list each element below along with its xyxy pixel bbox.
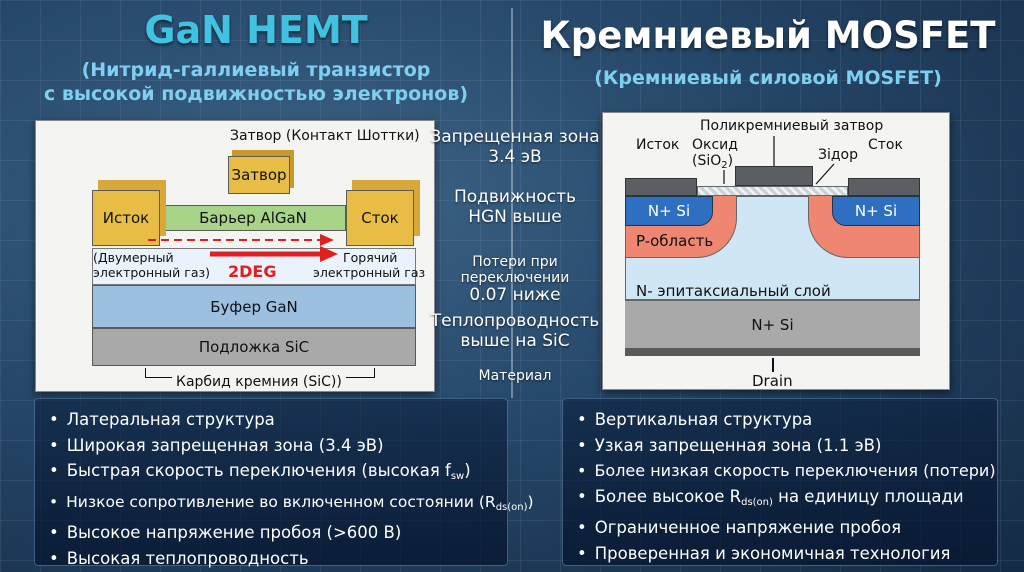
hot-gas-line1: Горячий — [343, 250, 398, 265]
mos-rds-subscript: ds(on) — [741, 496, 773, 508]
fsw-subscript: sw — [450, 471, 465, 482]
drain-label: Сток — [361, 209, 399, 227]
mos-bullet-5: Ограниченное напряжение пробоя — [577, 515, 983, 541]
gate-block: Затвор — [228, 156, 290, 194]
sic-label: Карбид кремния (SiC)) — [172, 374, 346, 390]
gan-bullet-6: Высокая теплопроводность — [49, 546, 493, 572]
n-si-bottom: N+ Si — [625, 300, 920, 348]
gan-title: GaN HEMT — [144, 8, 368, 52]
mos-bullet-2: Узкая запрещенная зона (1.1 эВ) — [577, 433, 983, 459]
gan-features-panel: Латеральная структура Широкая запрещенна… — [34, 398, 534, 568]
gan-bullet-text-1: Латеральная структура — [66, 410, 275, 429]
n-si-bottom-label: N+ Si — [751, 315, 794, 334]
losses-line2: 0.07 ниже — [469, 285, 561, 306]
thermal-line1: Теплопроводность — [430, 311, 600, 331]
n-si-right: N+ Si — [832, 196, 920, 226]
mobility-line1: Подвижность — [453, 187, 577, 207]
center-mobility: Подвижность HGN выше — [420, 187, 610, 227]
gan-bullet-text-5: Высокое напряжение пробоя (>600 В) — [66, 523, 402, 542]
mos-bullet-text-6: Проверенная и экономичная технология — [594, 543, 951, 563]
losses-line1: Потери при переключении — [460, 254, 570, 287]
n-si-left-label: N+ Si — [647, 202, 691, 220]
gan-bullet-2: Широкая запрещенная зона (3.4 эВ) — [49, 433, 493, 459]
mos-bullet-text-2: Узкая запрещенная зона (1.1 эВ) — [594, 435, 882, 455]
source-metal — [625, 178, 697, 196]
oxide-label-line2: (SiO2) — [692, 153, 733, 171]
buffer-layer: Буфер GaN — [92, 285, 416, 328]
mos-drain-top-label: Сток — [868, 137, 903, 153]
source-label: Исток — [102, 209, 150, 227]
mos-bullet-1: Вертикальная структура — [577, 407, 983, 433]
gan-bullet-1: Латеральная структура — [49, 407, 493, 433]
center-divider — [511, 8, 513, 398]
mos-source-label: Исток — [636, 137, 680, 153]
twodeg-label: 2DEG — [228, 262, 277, 281]
twodeg-left-line2: электронный газ) — [93, 265, 211, 280]
gan-bullet-5: Высокое напряжение пробоя (>600 В) — [49, 520, 493, 546]
gan-bullet-text-2: Широкая запрещенная зона (3.4 эВ) — [66, 435, 384, 455]
substrate-label: Подложка SiC — [198, 338, 310, 356]
n-si-right-label: N+ Si — [854, 202, 898, 220]
barrier-label: Барьер AlGaN — [199, 209, 307, 227]
oxide-text-a: (SiO — [692, 153, 722, 169]
bandgap-line2: 3.4 эВ — [488, 146, 542, 167]
bandgap-line1: Запрещенная зона — [430, 127, 600, 147]
mos-bullet-3: Более низкая скорость переключения (поте… — [577, 458, 995, 484]
drain-metal-top — [848, 178, 920, 196]
mos-bullet-text-5: Ограниченное напряжение пробоя — [594, 518, 902, 537]
mosfet-subtitle: (Кремниевый силовой MOSFET) — [594, 67, 942, 89]
drain-block: Сток — [346, 190, 414, 246]
mos-bullet-text-1: Вертикальная структура — [594, 410, 813, 429]
hot-gas-line2: электронный газ — [313, 265, 426, 280]
center-bandgap: Запрещенная зона 3.4 эВ — [420, 127, 610, 167]
oxide-sub: 2 — [721, 160, 728, 171]
substrate-layer: Подложка SiC — [92, 328, 416, 366]
gan-subtitle-line2: с высокой подвижностью электронов) — [43, 83, 469, 105]
mosfet-title: Кремниевый MOSFET — [540, 14, 996, 57]
mos-bullet-text-4: Более высокое R — [594, 486, 742, 506]
mos-rds-suffix: на единицу площади — [772, 486, 964, 506]
center-thermal: Теплопроводность выше на SiC — [420, 311, 610, 351]
oxide-layer — [697, 186, 848, 196]
mosfet-leader-lines — [723, 136, 835, 185]
barrier-layer: Барьер AlGaN — [160, 205, 346, 231]
gate-contact-label: Затвор (Контакт Шоттки) — [230, 128, 420, 144]
n-epi-label: N- эпитаксиальный слой — [636, 282, 831, 300]
drain-metal — [625, 348, 920, 356]
center-losses: Потери при переключении 0.07 ниже — [420, 254, 610, 306]
twodeg-arrow — [148, 234, 338, 262]
gan-bullet-text-6: Высокая теплопроводность — [66, 548, 309, 568]
gate-label: Затвор — [231, 166, 287, 184]
zidor-label: Зідор — [818, 147, 858, 163]
oxide-text-b: ) — [727, 153, 734, 169]
oxide-label-line1: Оксид — [692, 137, 738, 153]
mobility-line2: HGN выше — [468, 206, 562, 227]
fsw-suffix: ) — [464, 461, 471, 480]
twodeg-left-line1: (Двумерный — [93, 250, 174, 265]
buffer-label: Буфер GaN — [210, 297, 298, 316]
drain-lead — [772, 358, 774, 372]
center-material: Материал — [478, 368, 552, 384]
gan-subtitle-line1: (Нитрид-галлиевый транзистор — [81, 59, 431, 81]
mosfet-features-panel: Вертикальная структура Узкая запрещенная… — [562, 398, 998, 566]
poly-gate — [735, 166, 813, 186]
rds-subscript: ds(on) — [495, 501, 528, 513]
mos-bullet-text-3: Более низкая скорость переключения (поте… — [594, 461, 996, 480]
drain-bottom-label: Drain — [752, 372, 793, 390]
mos-bullet-4: Более высокое Rds(on) на единицу площади — [577, 484, 983, 516]
gan-bullet-text-4: Низкое сопротивление во включенном состо… — [66, 492, 496, 511]
rds-suffix: ) — [527, 492, 534, 511]
thermal-line2: выше на SiC — [460, 330, 570, 351]
n-si-left: N+ Si — [625, 196, 713, 226]
p-region-label: P-область — [636, 232, 714, 250]
gan-bullet-text-3: Быстрая скорость переключения (высокая f — [66, 461, 451, 480]
mos-bullet-6: Проверенная и экономичная технология — [577, 541, 983, 567]
source-block: Исток — [92, 190, 160, 246]
gan-bullet-4: Низкое сопротивление во включенном состо… — [49, 490, 533, 521]
poly-gate-label: Поликремниевый затвор — [700, 118, 884, 134]
gan-bullet-3: Быстрая скорость переключения (высокая f… — [49, 458, 493, 490]
